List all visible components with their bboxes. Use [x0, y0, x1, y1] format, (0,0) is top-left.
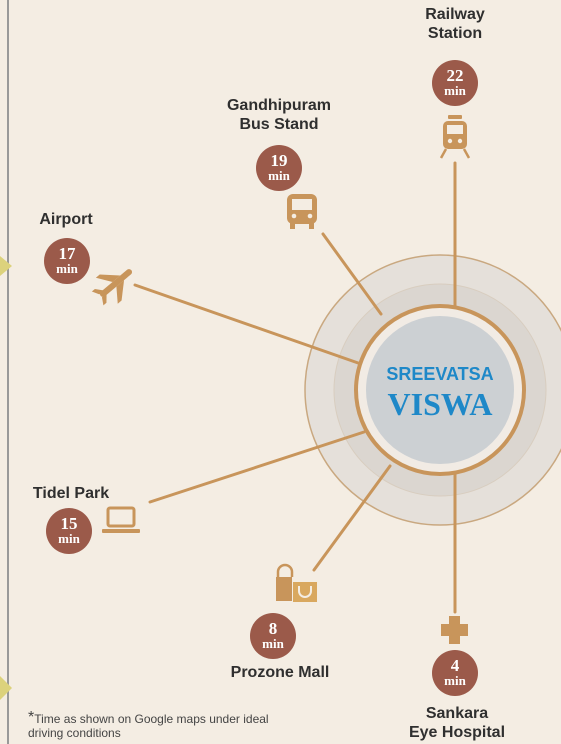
- connector-lines: [133, 161, 457, 614]
- tidel-connector: [148, 430, 366, 504]
- railway-time-value: 22: [446, 66, 464, 85]
- airport-time-value: 17: [58, 244, 76, 263]
- left-accent-top: [0, 256, 12, 276]
- prozone-time-value: 8: [268, 619, 278, 638]
- tidel-park-label: Tidel Park: [32, 485, 110, 502]
- railway-time-unit: min: [444, 83, 466, 98]
- sankara-time-badge: 4 min: [432, 650, 478, 696]
- center-brand-line2: VISWA: [387, 386, 493, 422]
- bus-time-unit: min: [268, 168, 290, 183]
- center-disc: [366, 316, 514, 464]
- sankara-hospital-label: Sankara Eye Hospital: [408, 705, 506, 741]
- airport-time-badge: 17 min: [44, 238, 90, 284]
- prozone-mall-label: Prozone Mall: [230, 664, 330, 681]
- bus-connector: [321, 232, 383, 316]
- tidel-time-unit: min: [58, 531, 80, 546]
- tidel-time-value: 15: [60, 514, 78, 533]
- footnote: *Time as shown on Google maps under idea…: [28, 709, 288, 741]
- medical-cross-icon: [441, 616, 468, 644]
- prozone-time-unit: min: [262, 636, 284, 651]
- bus-icon: [287, 194, 317, 229]
- railway-time-badge: 22 min: [432, 60, 478, 106]
- prozone-connector: [312, 464, 392, 572]
- tidel-time-badge: 15 min: [46, 508, 92, 554]
- laptop-icon: [102, 506, 140, 533]
- airport-label: Airport: [39, 211, 93, 228]
- sankara-time-unit: min: [444, 673, 466, 688]
- railway-station-label: Railway Station: [425, 6, 485, 42]
- sankara-time-value: 4: [450, 656, 460, 675]
- bus-time-value: 19: [270, 151, 288, 170]
- train-icon: [439, 115, 471, 159]
- footnote-asterisk: *: [28, 709, 35, 726]
- airport-time-unit: min: [56, 261, 78, 276]
- shopping-bag-icon: [276, 563, 317, 602]
- left-accent-bottom: [0, 676, 12, 700]
- bus-time-badge: 19 min: [256, 145, 302, 191]
- prozone-time-badge: 8 min: [250, 613, 296, 659]
- center-brand-line1: SREEVATSA: [386, 364, 494, 384]
- airplane-icon: [91, 269, 133, 306]
- footnote-text: Time as shown on Google maps under ideal…: [28, 712, 269, 740]
- airport-connector: [133, 283, 363, 366]
- bus-stand-label: Gandhipuram Bus Stand: [226, 97, 331, 133]
